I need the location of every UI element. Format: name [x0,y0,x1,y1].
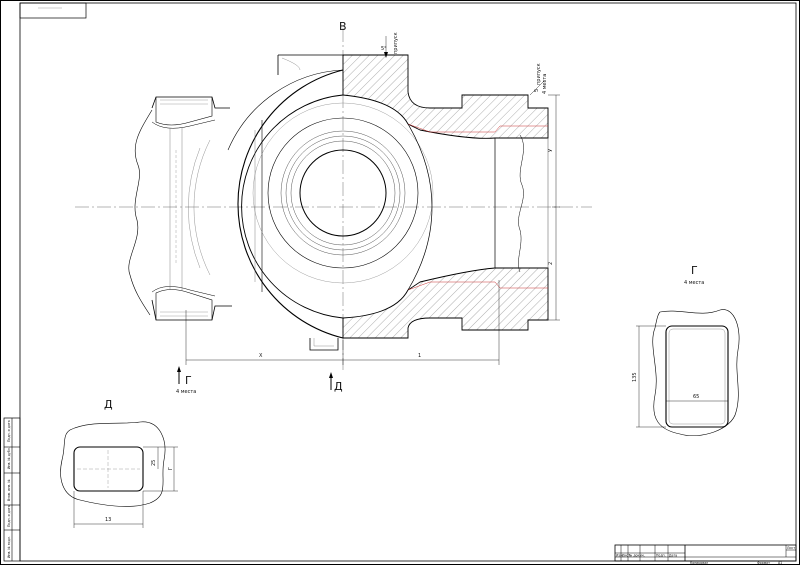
tb-col5: Дата [669,553,677,557]
tb-col3: № докум. [629,553,645,557]
view-g: Г 4 места 135 65 [632,264,740,437]
side-stamp: Подп. и дата Инв. № дубл. Взам. инв. № П… [3,417,21,562]
dim-d-height-b: Г [168,467,174,470]
outer-arc [237,69,344,339]
tb-col2: Лист [622,553,630,557]
dim-g-width: 65 [693,394,699,400]
view-d-break-outline [60,421,166,507]
main-view [75,28,592,370]
right-draft-word: припуск [536,63,542,85]
right-draft-count: 4 места [542,74,548,94]
view-g-rect [665,325,729,428]
view-g-break-outline [652,309,740,437]
section-hatch-bottom [342,267,549,339]
side-stamp-c4: Подп. и дата [7,505,11,527]
tb-copy: Копировал [690,561,708,565]
view-d: Д 25 Г 13 [60,398,178,528]
dim-left-x: Х [259,353,263,359]
right-draft-value: 5 [534,89,540,92]
view-d-rect [73,446,144,492]
section-g-letter: Г [185,374,192,387]
left-break-line [128,109,153,316]
view-d-title: Д [104,398,113,411]
side-stamp-c3: Взам. инв. № [7,479,11,501]
side-stamp-c1: Подп. и дата [7,420,11,442]
section-arrow-g: Г 4 места [176,366,196,395]
top-draft-angle: 5° [381,46,387,52]
section-hatch-top [342,54,549,139]
side-stamp-c5: Инв. № подл. [7,536,11,558]
side-stamp-c2: Инв. № дубл. [7,447,11,469]
section-arrow-d: Д [329,372,343,393]
view-g-sub: 4 места [684,280,704,286]
view-b-label: В [339,20,347,33]
tb-sheet: Лист [787,546,795,550]
view-g-title: Г [691,264,698,277]
dim-g-height: 135 [632,372,638,382]
dim-vert-y: У [548,149,554,152]
dim-d-width: 13 [105,517,111,523]
dim-vert-2: 2 [548,262,554,265]
top-left-stamp [19,2,87,19]
tb-format: Формат [757,561,770,565]
ring-bore [299,149,387,237]
dim-right-1: 1 [418,353,421,359]
top-draft-word: припуск [393,32,399,54]
tb-col4: Подп. [656,553,666,557]
ring-outer [267,117,419,269]
section-g-note: 4 места [176,389,196,395]
title-block: Изм. Лист № докум. Подп. Дата Лист Копир… [614,544,797,565]
drawing-frame [19,2,797,562]
section-d-letter: Д [334,380,343,393]
tb-col1: Изм. [616,553,624,557]
tb-format-value: А1 [778,561,782,565]
dim-d-height-a: 25 [151,460,157,466]
